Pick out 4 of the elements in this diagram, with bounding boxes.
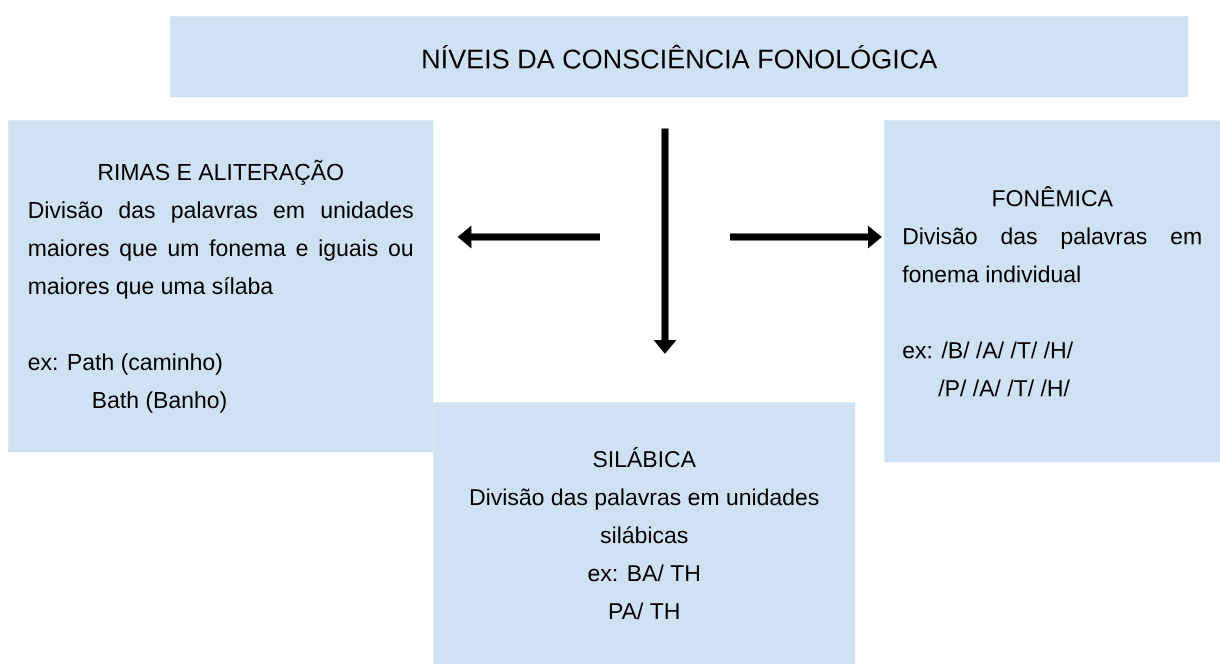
level-box: SILÁBICA Divisão das palavras em unidades silábicas ex: BA/ TH PA/ TH [433, 402, 856, 664]
title-box: NÍVEIS DA CONSCIÊNCIA FONOLÓGICA [170, 16, 1189, 98]
level-box: FONÊMICA Divisão das palavras em fonema individual ex: /B/ /A/ /T/ /H/ /P/ /A/ /T/ /H/ [884, 120, 1220, 463]
level-box: RIMAS E ALITERAÇÃO Divisão das palavras em unidades maiores que um fonema e iguais ou maiores que uma sílaba ex: Path (caminho) Bath (Banho) [8, 120, 434, 453]
